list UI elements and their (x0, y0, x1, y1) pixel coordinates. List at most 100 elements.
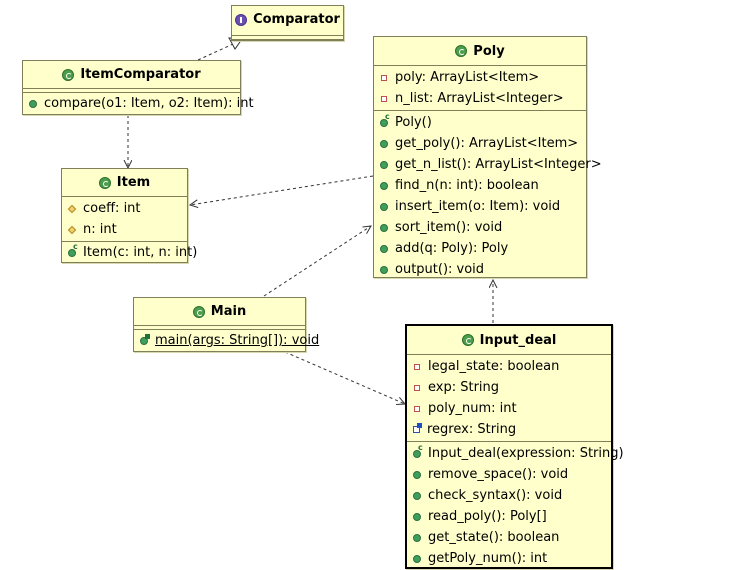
private-field-icon (381, 95, 387, 102)
compartment-divider (134, 325, 305, 326)
realization-itemcomparator-comparator (197, 43, 234, 61)
class-name: ItemComparator (80, 67, 201, 82)
method-row[interactable]: find_n(n: int): boolean (374, 175, 586, 196)
class-icon (98, 176, 111, 189)
class-header-poly[interactable]: Poly (374, 37, 586, 65)
compartment-divider (407, 354, 611, 355)
public-method-icon (413, 554, 421, 563)
field-row[interactable]: legal_state: boolean (407, 356, 611, 377)
fields-compartment: coeff: int n: int (62, 197, 187, 241)
compartment-divider (374, 65, 586, 66)
private-field-icon (381, 74, 387, 81)
method-row[interactable]: check_syntax(): void (407, 485, 611, 506)
method-signature: Input_deal(expression: String) (428, 446, 624, 461)
method-row[interactable]: read_poly(): Poly[] (407, 506, 611, 527)
method-row[interactable]: get_poly(): ArrayList<Item> (374, 133, 586, 154)
field-row[interactable]: poly: ArrayList<Item> (374, 67, 586, 88)
public-method-icon (380, 160, 388, 169)
static-method-icon (140, 333, 150, 345)
methods-compartment: Poly() get_poly(): ArrayList<Item> get_n… (374, 111, 602, 281)
class-box-main[interactable]: Main main(args: String[]): void (133, 297, 319, 352)
method-row[interactable]: getPoly_num(): int (407, 548, 611, 569)
public-method-icon (380, 223, 388, 232)
class-box-item[interactable]: Item coeff: int n: int Item(c: int, n: i… (61, 168, 197, 263)
class-box-itemcomparator[interactable]: ItemComparator compare(o1: Item, o2: Ite… (22, 60, 254, 115)
class-name: Comparator (253, 12, 340, 27)
method-signature: Item(c: int, n: int) (83, 245, 198, 260)
compartment-divider (23, 88, 240, 89)
field-signature: poly_num: int (428, 401, 517, 416)
fields-compartment: legal_state: boolean exp: String poly_nu… (407, 355, 611, 441)
field-row[interactable]: regrex: String (407, 419, 611, 440)
method-row[interactable]: Item(c: int, n: int) (62, 242, 197, 263)
field-row[interactable]: exp: String (407, 377, 611, 398)
methods-compartment: Input_deal(expression: String) remove_sp… (407, 442, 624, 570)
field-signature: n_list: ArrayList<Integer> (395, 91, 564, 106)
method-row[interactable]: get_state(): boolean (407, 527, 611, 548)
compartment-divider (62, 241, 187, 242)
method-signature: get_n_list(): ArrayList<Integer> (395, 157, 602, 172)
method-signature: compare(o1: Item, o2: Item): int (44, 96, 254, 111)
method-row[interactable]: Poly() (374, 112, 586, 133)
compartment-divider (374, 110, 586, 111)
class-box-comparator[interactable]: Comparator (231, 5, 344, 41)
class-header-input-deal[interactable]: Input_deal (407, 326, 611, 354)
method-row[interactable]: sort_item(): void (374, 217, 586, 238)
class-box-poly[interactable]: Poly poly: ArrayList<Item> n_list: Array… (373, 36, 602, 281)
method-signature: add(q: Poly): Poly (395, 241, 509, 256)
method-row[interactable]: Input_deal(expression: String) (407, 443, 624, 464)
method-signature: get_state(): boolean (428, 530, 560, 545)
class-name: Input_deal (479, 332, 557, 348)
compartment-divider (134, 329, 305, 330)
class-name: Item (116, 175, 151, 190)
public-method-icon (380, 244, 388, 253)
public-method-icon (413, 491, 421, 500)
method-row[interactable]: add(q: Poly): Poly (374, 238, 586, 259)
field-signature: coeff: int (83, 201, 141, 216)
field-row[interactable]: coeff: int (62, 198, 187, 219)
class-header-item[interactable]: Item (62, 169, 187, 196)
method-row[interactable]: remove_space(): void (407, 464, 611, 485)
method-row[interactable]: output(): void (374, 259, 586, 280)
class-header-main[interactable]: Main (134, 298, 305, 325)
compartment-divider (62, 196, 187, 197)
public-method-icon (380, 265, 388, 274)
method-signature: output(): void (395, 262, 485, 277)
compartment-divider (23, 92, 240, 93)
constructor-icon (68, 242, 78, 257)
fields-compartment: poly: ArrayList<Item> n_list: ArrayList<… (374, 66, 586, 110)
dependency-main-inputdeal (284, 351, 405, 404)
method-signature: check_syntax(): void (428, 488, 563, 503)
public-method-icon (380, 139, 388, 148)
field-row[interactable]: n: int (62, 219, 187, 240)
class-name: Main (210, 304, 247, 319)
field-signature: legal_state: boolean (428, 359, 560, 374)
method-row[interactable]: main(args: String[]): void (134, 330, 319, 351)
method-row[interactable]: compare(o1: Item, o2: Item): int (23, 93, 254, 114)
class-box-input-deal[interactable]: Input_deal legal_state: boolean exp: Str… (405, 324, 624, 570)
private-field-icon (414, 405, 420, 412)
field-row[interactable]: poly_num: int (407, 398, 611, 419)
field-signature: n: int (83, 222, 117, 237)
field-row[interactable]: n_list: ArrayList<Integer> (374, 88, 586, 109)
compartment-divider (232, 39, 343, 40)
method-signature: getPoly_num(): int (428, 551, 548, 566)
private-field-icon (414, 384, 420, 391)
constructor-icon (413, 443, 423, 458)
method-row[interactable]: get_n_list(): ArrayList<Integer> (374, 154, 602, 175)
interface-icon (235, 13, 248, 26)
class-header-itemcomparator[interactable]: ItemComparator (23, 61, 240, 88)
private-field-icon (414, 363, 420, 370)
protected-field-icon (67, 225, 77, 234)
class-header-comparator[interactable]: Comparator (232, 6, 343, 33)
public-method-icon (413, 512, 421, 521)
class-icon (192, 305, 205, 318)
method-signature: sort_item(): void (395, 220, 503, 235)
method-row[interactable]: insert_item(o: Item): void (374, 196, 586, 217)
protected-field-icon (67, 204, 77, 213)
constructor-icon (380, 112, 390, 127)
public-method-icon (380, 181, 388, 190)
field-signature: exp: String (428, 380, 500, 395)
field-signature: regrex: String (427, 422, 517, 437)
class-icon (461, 334, 474, 346)
